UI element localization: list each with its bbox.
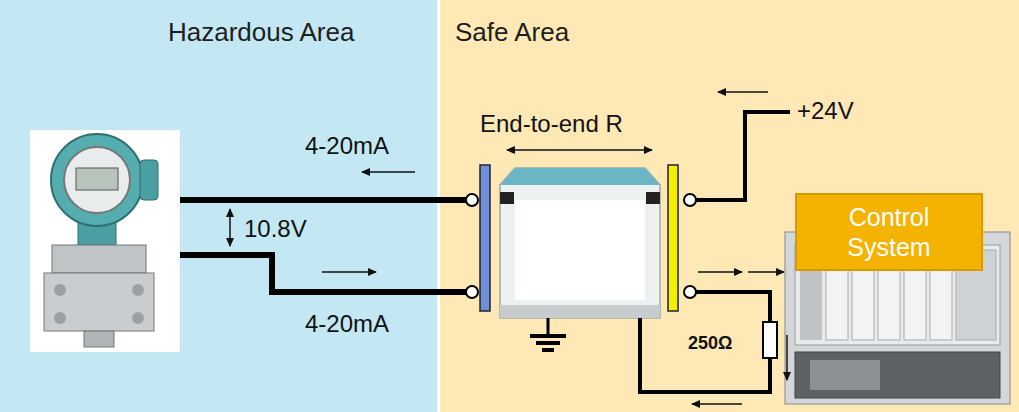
current-arrow [362,171,415,173]
box-title: Control System [814,202,964,262]
ground-symbol [530,318,566,350]
voltage-arrow [229,209,231,246]
current-arrow [322,271,376,273]
control-system-box: Control System [795,193,983,271]
area-title: Hazardous Area [168,17,354,48]
supply-label: +24V [797,98,854,124]
terminal-bar [668,165,678,311]
dimension-arrow [507,149,652,151]
terminal [466,286,478,298]
terminal-bar [480,165,490,311]
resistor-value: 250Ω [688,334,732,354]
field-wiring [180,200,466,292]
signal-label: 4-20mA [305,311,389,337]
control-system-rack [785,232,1010,404]
signal-label: 4-20mA [305,133,389,159]
current-arrow [748,271,784,273]
terminal [684,194,696,206]
voltage-label: 10.8V [244,216,307,242]
pressure-transmitter [30,130,180,352]
terminal [684,286,696,298]
terminal [466,194,478,206]
barrier-module [500,168,660,318]
area-title: Safe Area [455,17,569,48]
current-arrow [698,271,742,273]
dimension-label: End-to-end R [480,111,623,137]
current-arrow [786,335,788,380]
loop-wiring [640,112,790,392]
resistor-symbol [763,322,777,358]
current-arrow [718,91,768,93]
current-arrow [692,403,742,405]
